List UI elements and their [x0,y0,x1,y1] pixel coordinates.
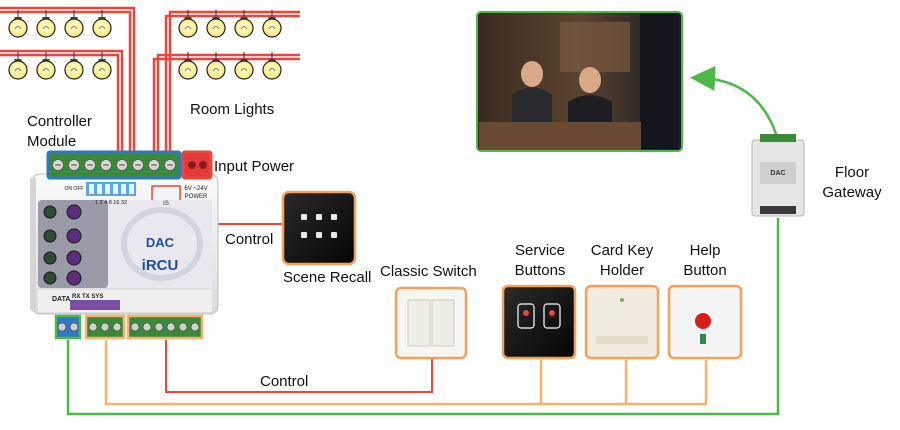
classic-switch-control-wire [165,340,433,393]
light-bulb-icon [64,52,84,80]
green-data-wire [66,218,780,416]
label-room-lights: Room Lights [190,101,275,118]
gateway-to-photo-arrow [690,66,780,141]
light-bulb-icon [178,52,198,80]
controller-is-label: IS [163,201,169,207]
light-bulb-icon [262,52,282,80]
light-bulb-icon [92,52,112,80]
service-buttons-panel [501,284,577,360]
light-bulb-icon [234,52,254,80]
light-bulb-icon [234,10,254,38]
orange-bus-wire [104,340,708,406]
label-control-top: Control [225,231,274,248]
lights-terminal-block [46,150,182,180]
reception-photo [476,11,683,152]
controller-data-label: DATA [52,296,70,303]
gateway-tag: DAC [770,170,785,177]
label-classic-switch: Classic Switch [380,263,477,280]
label-scene-recall: Scene Recall [283,269,372,286]
controller-model: iRCU [142,257,179,274]
light-bulb-icon [262,10,282,38]
light-bulb-icon [36,52,56,80]
light-bulb-icon [8,10,28,38]
controller-power-sub: POWER [185,194,208,200]
label-controller-module: Controller Module [27,113,93,150]
light-bulb-icon [206,10,226,38]
light-bulb-icon [8,52,28,80]
label-input-power: Input Power [214,158,295,175]
light-bulb-icon [64,10,84,38]
classic-switch [394,286,468,360]
label-card-key-holder: Card Key Holder [590,242,654,279]
help-button-device [667,284,743,360]
light-bulb-icon [206,52,226,80]
label-control-bottom: Control [260,373,309,390]
room-light-bulbs [8,10,282,80]
controller-module [30,150,219,340]
label-help-button: Help Button [683,242,727,279]
label-service-buttons: Service Buttons [514,242,566,279]
room-lights-wiring [0,6,300,160]
controller-brand: DAC [146,235,175,250]
scene-recall-panel [281,190,357,266]
controller-status-labels: RX TX SYS [72,294,103,300]
controller-dip-numbers: 1 2 4 8 16 32 [95,200,127,206]
controller-power-text: 6V ~24V [184,186,207,192]
data-terminal [54,314,82,340]
control-terminal [126,314,204,340]
card-key-holder [584,284,660,360]
light-bulb-icon [36,10,56,38]
floor-gateway [751,134,805,217]
light-bulb-icon [178,10,198,38]
label-floor-gateway: Floor Gateway [822,164,882,201]
power-terminal [181,150,213,180]
status-leds [70,300,120,310]
controller-onoff: ON OFF [65,186,84,192]
light-bulb-icon [92,10,112,38]
